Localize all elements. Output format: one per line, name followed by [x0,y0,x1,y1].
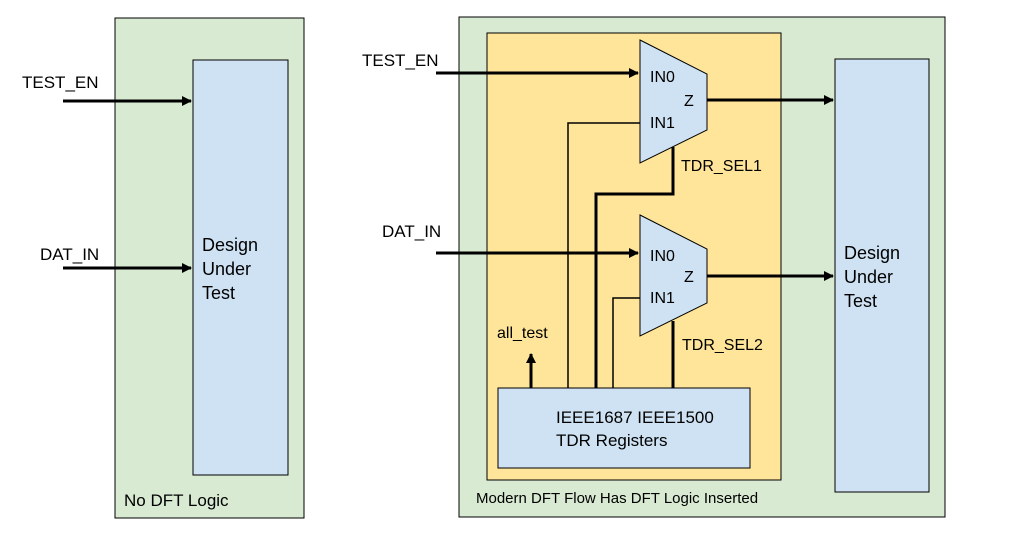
tdr-registers-block [497,387,751,469]
right-test-en-label: TEST_EN [362,51,439,70]
right-dut-block [834,58,930,493]
left-dut-line-3: Test [202,283,235,303]
mux-1-in0-label: IN0 [650,69,675,86]
right-panel: IN0 IN1 Z TDR_SEL1 IN0 IN1 Z TDR_SEL2 IE… [362,16,946,518]
right-dut-line-1: Design [844,243,900,263]
left-dut-block [192,59,289,476]
all-test-label: all_test [497,325,548,342]
mux-2-z-label: Z [684,269,694,286]
mux-2-in1-wire [612,297,640,388]
right-dut-line-3: Test [844,291,877,311]
mux-1-sel-label: TDR_SEL1 [681,158,762,175]
left-test-en-label: TEST_EN [22,73,99,92]
mux-1-in1-wire [567,122,640,388]
tdr-line-2: TDR Registers [556,431,667,450]
mux-1-in1-label: IN1 [650,115,675,132]
left-panel: TEST_EN DAT_IN Design Under Test No DFT … [22,17,305,519]
mux-1-z-label: Z [684,93,694,110]
mux-2 [639,214,708,337]
tdr-label: IEEE1687 IEEE1500 TDR Registers [556,408,719,450]
right-dut-label: Design Under Test [844,243,905,311]
tdr-line-1: IEEE1687 IEEE1500 [556,408,714,427]
right-dat-in-label: DAT_IN [382,222,441,241]
mux-1-select-wire [594,147,675,388]
left-caption: No DFT Logic [124,491,229,510]
mux-2-in0-label: IN0 [650,248,675,265]
right-dut-line-2: Under [844,267,893,287]
left-dut-line-2: Under [202,259,251,279]
right-caption: Modern DFT Flow Has DFT Logic Inserted [476,490,758,507]
left-dat-in-label: DAT_IN [40,245,99,264]
mux-1 [639,39,708,164]
mux-2-sel-label: TDR_SEL2 [682,337,763,354]
left-dut-line-1: Design [202,235,258,255]
mux-2-in1-label: IN1 [650,290,675,307]
left-dut-label: Design Under Test [202,235,263,303]
